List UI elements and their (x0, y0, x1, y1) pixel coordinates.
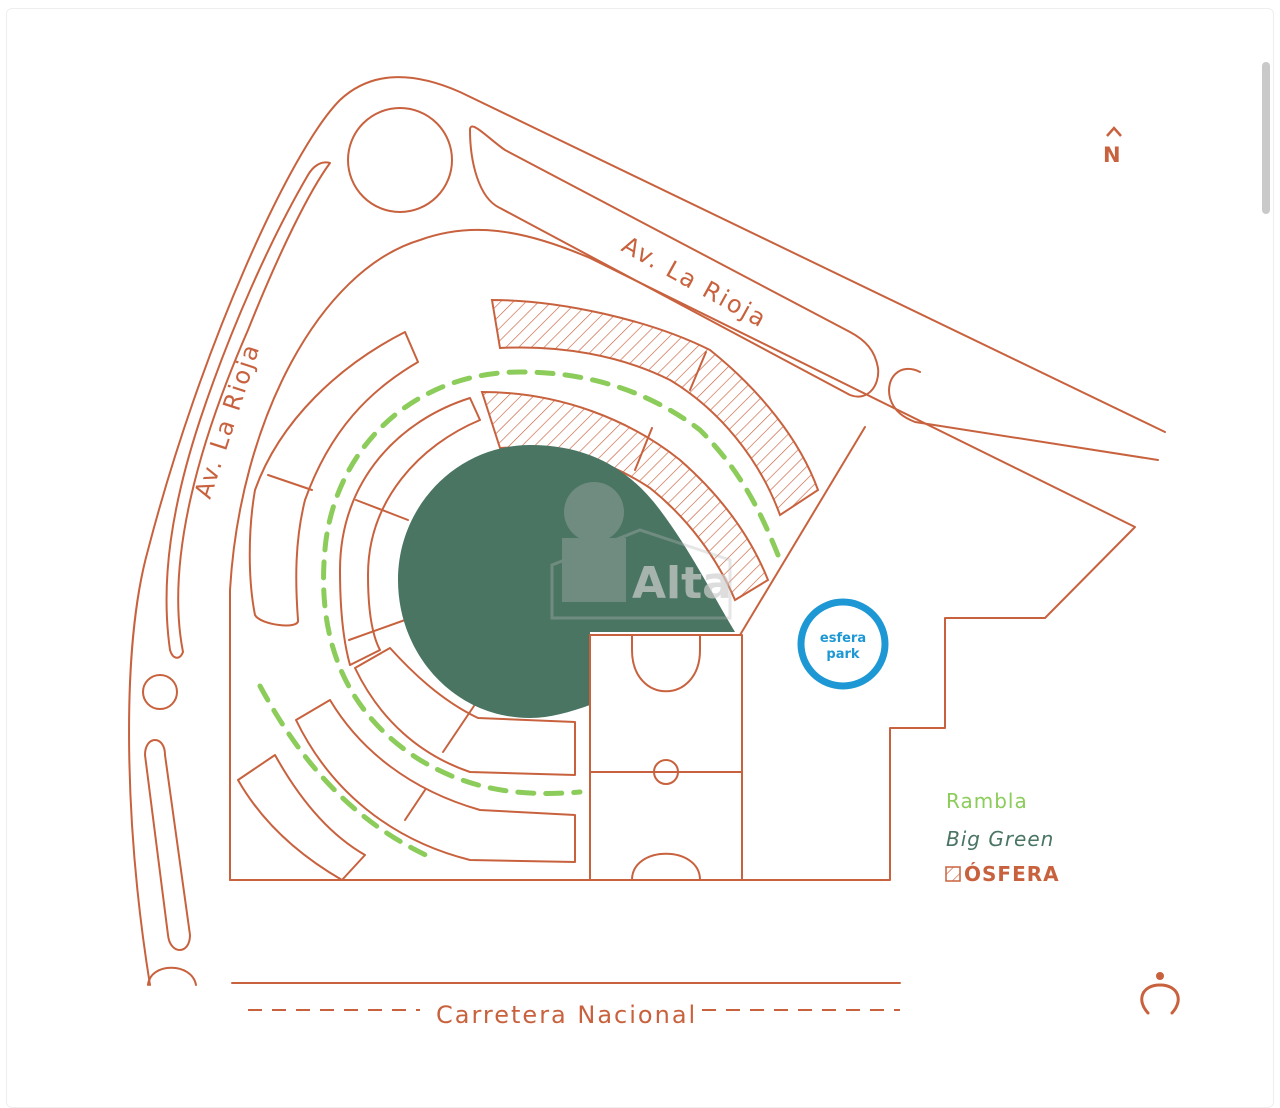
north-label: N (1103, 143, 1121, 167)
big-green-area (398, 445, 735, 718)
median-north-2 (888, 367, 1159, 461)
legend-osfera: ÓSFERA (964, 862, 1060, 886)
legend-big-green: Big Green (946, 827, 1054, 851)
osfera-zone-1 (490, 298, 820, 517)
esfera-park-line1: esfera (820, 631, 866, 646)
median-west-lower (144, 739, 191, 951)
north-arrow-icon (1106, 126, 1122, 137)
roundabout (347, 107, 453, 213)
small-roundabout (142, 674, 178, 710)
lot-divider-e (404, 789, 426, 821)
osfera-divider-2 (634, 427, 653, 471)
rambla-path-lower (257, 683, 433, 860)
lot-divider-d (442, 699, 479, 753)
median-north-1 (469, 125, 880, 398)
watermark-text: Alta (632, 558, 732, 609)
park-boundary (739, 426, 866, 636)
lots-inner-ring (339, 397, 481, 666)
osfera-divider-1 (689, 351, 707, 391)
esfera-park-badge (797, 598, 889, 690)
scrollbar-thumb[interactable] (1262, 62, 1270, 214)
legend-osfera-swatch (945, 866, 961, 882)
lots-southwest-1 (295, 699, 576, 863)
lot-divider-a (267, 474, 313, 491)
brand-mark-icon (1140, 972, 1180, 1015)
lots-outer-ring (248, 331, 419, 627)
watermark-logo (550, 482, 732, 620)
street-label-carretera: Carretera Nacional (436, 1001, 697, 1029)
rambla-path (321, 369, 781, 796)
block-inner-edge (229, 228, 1136, 881)
lot-divider-c (348, 619, 406, 641)
median-west-upper (165, 161, 331, 659)
lots-southwest-2 (237, 754, 366, 881)
esfera-park-line2: park (826, 647, 859, 662)
soccer-field (589, 634, 743, 881)
lot-divider-b (355, 499, 409, 521)
lots-south-ring (354, 647, 576, 776)
road-outer-edge (128, 76, 1166, 986)
legend-rambla: Rambla (946, 789, 1028, 813)
median-west-bottom (147, 966, 197, 986)
